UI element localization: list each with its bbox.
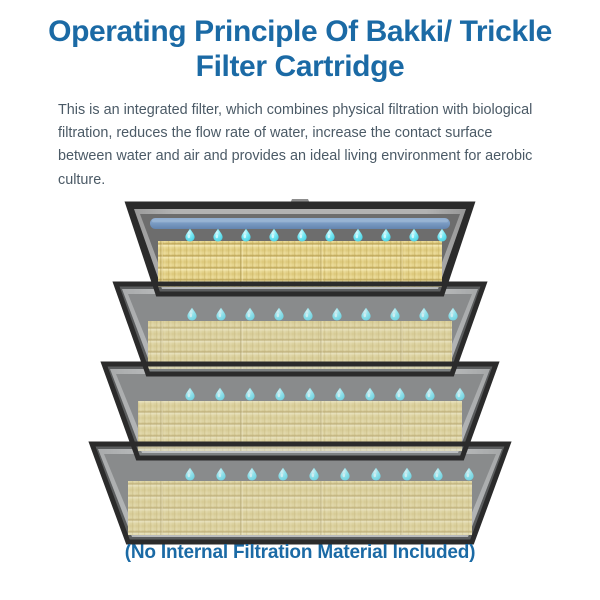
description-paragraph: This is an integrated filter, which comb… bbox=[58, 101, 533, 188]
page-title-line-1: Operating Principle Of Bakki/ Trickle bbox=[48, 15, 552, 48]
water-distribution-pipe bbox=[150, 218, 450, 229]
filter-media-tray-2 bbox=[148, 321, 452, 369]
filter-media-tray-4 bbox=[128, 481, 472, 535]
bakki-filter-diagram bbox=[0, 196, 600, 548]
filter-media-tray-1 bbox=[158, 241, 442, 287]
tray-3-front-pane bbox=[104, 364, 496, 458]
page-title: Operating Principle Of Bakki/ Trickle Fi… bbox=[0, 0, 600, 85]
tray-4-front-pane bbox=[92, 444, 508, 542]
page-title-line-2: Filter Cartridge bbox=[195, 50, 405, 84]
bottom-caption: (No Internal Filtration Material Include… bbox=[124, 542, 476, 563]
tray-2-front-pane bbox=[116, 284, 484, 374]
